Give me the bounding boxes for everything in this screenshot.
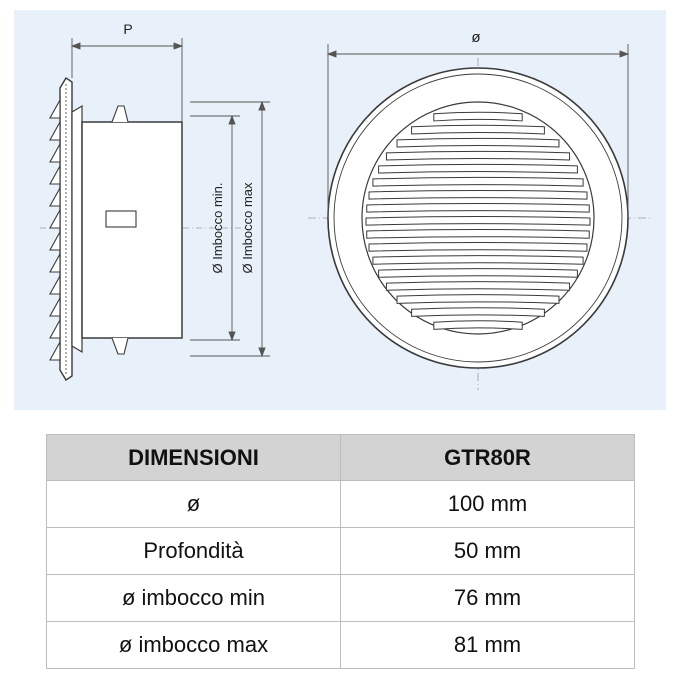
grille-slat xyxy=(385,281,571,291)
clip-top xyxy=(111,105,129,123)
grille-slat xyxy=(366,229,590,239)
dimension-diameter xyxy=(326,44,630,218)
grille-slat xyxy=(396,137,560,148)
dimension-imbocco-max-label: Ø Imbocco max xyxy=(240,182,255,274)
grille-slat xyxy=(365,216,591,226)
technical-drawing: P Ø Imbocco min. Ø Imbocco max ø xyxy=(14,10,666,410)
spigot-slot xyxy=(105,210,137,228)
side-view xyxy=(40,77,245,381)
grille-slat xyxy=(378,268,578,278)
row-label: ø imbocco min xyxy=(46,574,341,622)
dimension-imbocco-max xyxy=(190,100,270,358)
dimensions-table: DIMENSIONI GTR80R ø 100 mm Profondità 50… xyxy=(46,434,635,669)
dimension-p-label: P xyxy=(123,21,132,37)
grille-slat xyxy=(372,255,584,265)
front-inner-ring xyxy=(333,73,623,363)
grille-slat xyxy=(372,176,584,187)
grille-slat xyxy=(433,111,523,122)
dimension-diameter-label: ø xyxy=(471,29,480,46)
front-grille-slats xyxy=(365,111,591,330)
row-label: ø xyxy=(46,480,341,528)
grille-slat xyxy=(396,294,560,304)
side-louvres xyxy=(49,97,61,361)
table-row: ø imbocco max 81 mm xyxy=(46,621,635,669)
flange-lip xyxy=(71,104,83,354)
grille-slat xyxy=(366,202,590,213)
grille-slat xyxy=(411,307,545,317)
row-label: ø imbocco max xyxy=(46,621,341,669)
grille-slat xyxy=(368,189,588,200)
header-dimensioni: DIMENSIONI xyxy=(46,434,341,481)
grille-slat xyxy=(378,163,578,174)
table-row: ø 100 mm xyxy=(46,480,635,528)
grille-slat xyxy=(411,124,545,135)
row-value: 81 mm xyxy=(340,621,635,669)
spigot-body xyxy=(81,121,183,339)
dimension-imbocco-min xyxy=(190,114,240,342)
table-row: Profondità 50 mm xyxy=(46,527,635,575)
grille-slat xyxy=(385,150,571,161)
dimension-imbocco-min-label: Ø Imbocco min. xyxy=(210,182,225,273)
front-grille-edge xyxy=(361,101,595,335)
clip-bottom xyxy=(111,337,129,355)
grille-slat xyxy=(368,242,588,252)
row-label: Profondità xyxy=(46,527,341,575)
grille-slat xyxy=(433,320,523,330)
header-model: GTR80R xyxy=(340,434,635,481)
row-value: 50 mm xyxy=(340,527,635,575)
table-header-row: DIMENSIONI GTR80R xyxy=(46,434,635,481)
table-row: ø imbocco min 76 mm xyxy=(46,574,635,622)
row-value: 76 mm xyxy=(340,574,635,622)
row-value: 100 mm xyxy=(340,480,635,528)
dimension-p xyxy=(70,38,184,122)
